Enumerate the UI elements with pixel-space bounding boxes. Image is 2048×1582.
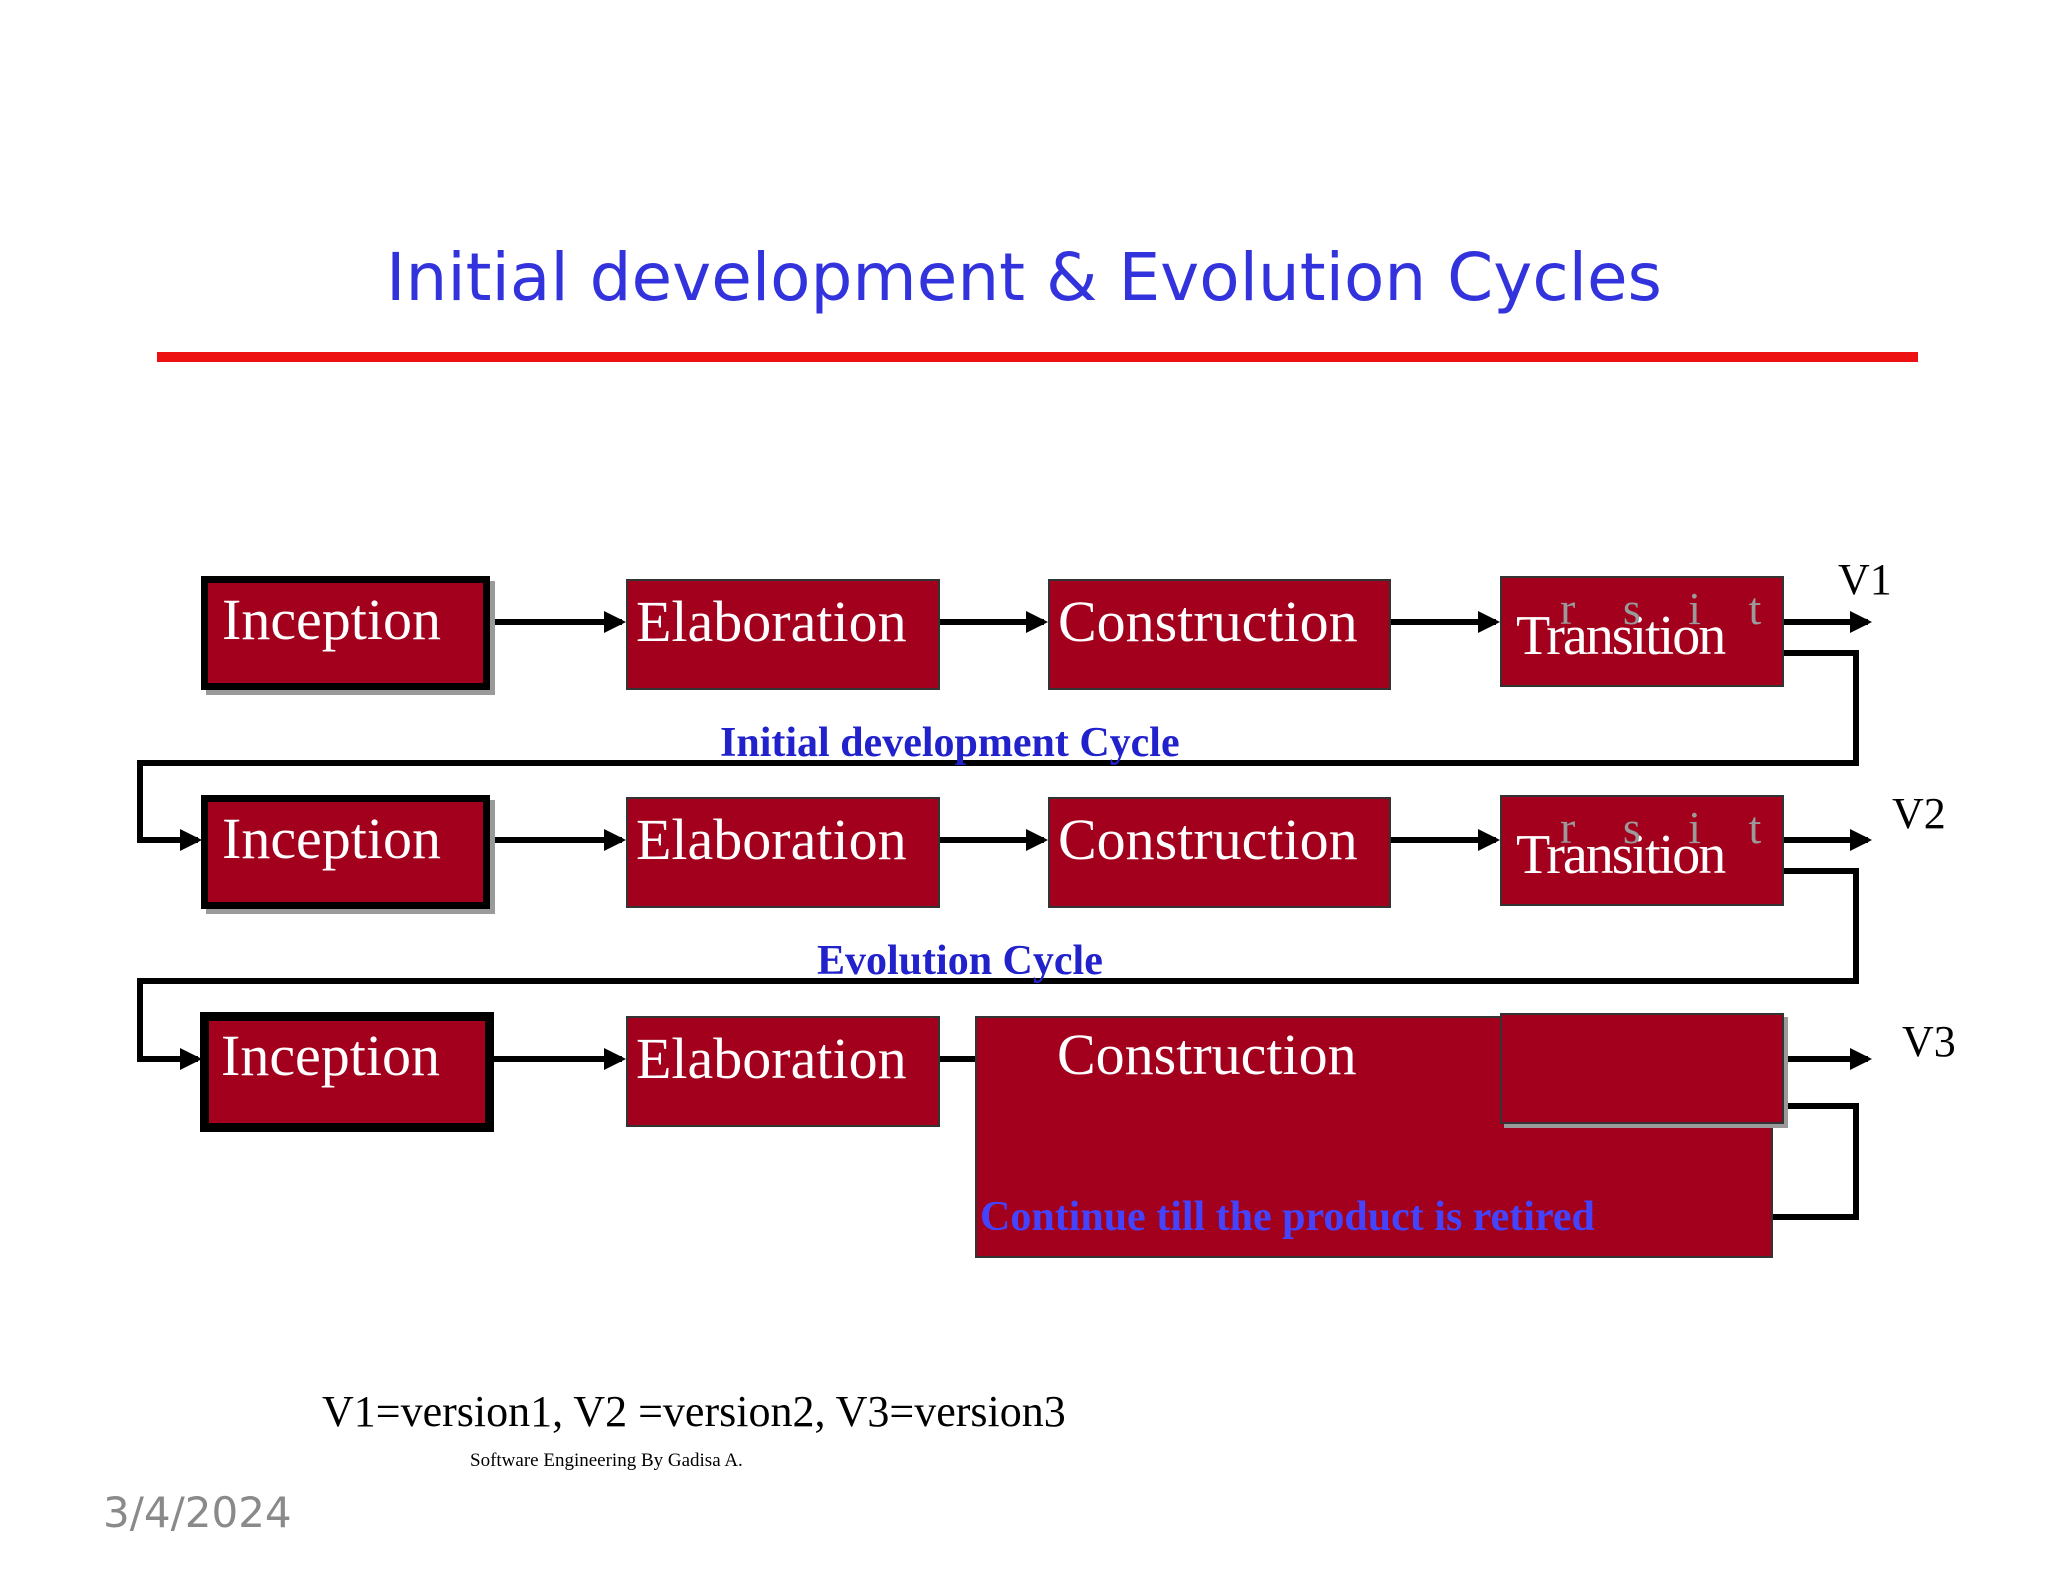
phase-label: Elaboration [636, 589, 907, 654]
arrowhead-r2-3 [1478, 829, 1500, 851]
phase-label: Inception [222, 806, 442, 871]
phase-label: Elaboration [636, 807, 907, 872]
phase-label: Inception [221, 1023, 441, 1088]
phase-label: Inception [222, 587, 442, 652]
version-label-v2: V2 [1892, 789, 1946, 838]
phase-label: Construction [1058, 589, 1358, 654]
arrowhead-r1-v1 [1850, 611, 1872, 633]
cycle-label-continue: Continue till the product is retired [980, 1194, 1595, 1240]
arrowhead-r2-1 [604, 829, 626, 851]
arrowhead-r3-in [180, 1048, 202, 1070]
loop-r1-r2 [137, 650, 1859, 843]
arrowhead-r1-2 [1026, 611, 1048, 633]
transition-ghost-text: r s i t i [1560, 802, 1782, 853]
phase-label: Elaboration [636, 1026, 907, 1091]
slide-title: Initial development & Evolution Cycles [386, 239, 1662, 316]
arrowhead-r2-2 [1026, 829, 1048, 851]
phase-box-r1-transition: r s i t i Transition [1500, 576, 1784, 687]
version-label-v3: V3 [1902, 1017, 1956, 1066]
phase-label: Transition [1516, 605, 1726, 667]
phase-box-r3-inception: Inception [200, 1012, 494, 1132]
loop-r2-r3 [137, 868, 1859, 1062]
title-underline [157, 352, 1918, 362]
loop-r3-continue [1770, 1103, 1859, 1220]
arrowhead-r1-3 [1478, 611, 1500, 633]
slide-footer: Software Engineering By Gadisa A. [470, 1450, 743, 1471]
phase-box-r3-transition [1500, 1013, 1784, 1124]
phase-box-r1-elaboration: Elaboration [626, 579, 940, 690]
cycle-label-evolution: Evolution Cycle [817, 938, 1103, 984]
phase-box-r2-elaboration: Elaboration [626, 797, 940, 908]
arrowhead-r3-v3 [1850, 1048, 1872, 1070]
arrowhead-r3-1 [604, 1048, 626, 1070]
slide-date: 3/4/2024 [103, 1488, 292, 1537]
version-legend: V1=version1, V2 =version2, V3=version3 [322, 1387, 1066, 1436]
phase-label: Construction [1058, 807, 1358, 872]
phase-box-r1-construction: Construction [1048, 579, 1391, 690]
phase-box-r1-inception: Inception [201, 576, 490, 690]
phase-box-r2-inception: Inception [201, 795, 490, 909]
version-label-v1: V1 [1838, 555, 1892, 604]
arrowhead-r2-in [180, 829, 202, 851]
arrowhead-r2-v2 [1850, 829, 1872, 851]
cycle-label-initial: Initial development Cycle [720, 720, 1180, 766]
phase-label: Transition [1516, 824, 1726, 886]
phase-box-r2-transition: r s i t i Transition [1500, 795, 1784, 906]
phase-box-r3-elaboration: Elaboration [626, 1016, 940, 1127]
transition-ghost-text: r s i t i [1560, 583, 1782, 634]
phase-label-r3-construction: Construction [1057, 1022, 1357, 1087]
arrowhead-r1-1 [604, 611, 626, 633]
phase-box-r2-construction: Construction [1048, 797, 1391, 908]
